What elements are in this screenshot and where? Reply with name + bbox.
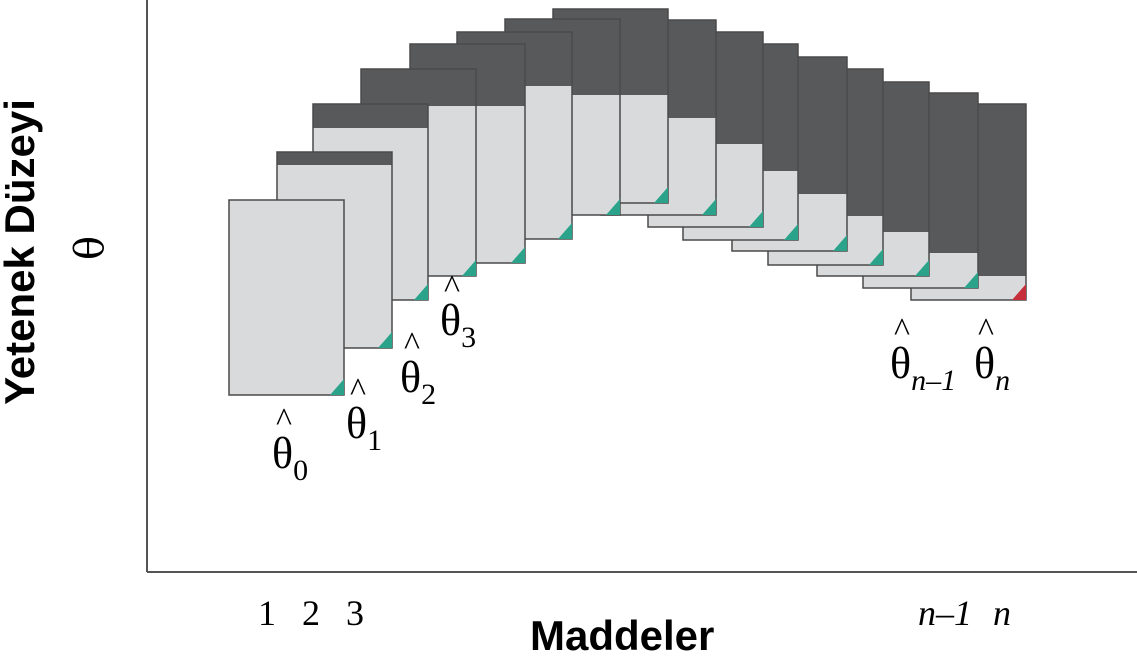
green-corner-marker [654, 187, 668, 203]
y-axis-title: Yetenek Düzeyi [0, 99, 43, 405]
x-tick-n-minus-1: n–1 [918, 593, 972, 633]
theta-hat-2-label: ^θ2 [400, 326, 437, 411]
theta-hat-3-label: ^θ3 [440, 269, 477, 354]
green-corner-marker [869, 249, 883, 265]
green-corner-marker [915, 260, 929, 276]
green-corner-marker [511, 247, 525, 263]
green-corner-marker [833, 235, 847, 251]
green-corner-marker [964, 272, 978, 288]
item-card [228, 199, 345, 396]
x-tick-3: 3 [346, 593, 364, 633]
x-tick-2: 2 [302, 593, 320, 633]
green-corner-marker [558, 223, 572, 239]
theta-hat-0-label: ^θ0 [272, 402, 309, 487]
card-outline [228, 199, 345, 396]
theta-hat-1-label: ^θ1 [346, 372, 383, 457]
theta-hat-n-label: ^θn [974, 312, 1011, 397]
x-tick-1: 1 [258, 593, 276, 633]
card-dark-region [277, 152, 392, 165]
x-tick-n: n [993, 593, 1011, 633]
green-corner-marker [749, 211, 763, 227]
card-light-region [229, 200, 344, 395]
red-corner-marker [1012, 284, 1026, 300]
x-axis-title: Maddeler [530, 612, 715, 659]
card-dark-region [361, 69, 476, 106]
green-corner-marker [606, 199, 620, 215]
green-corner-marker [330, 379, 344, 395]
green-corner-marker [784, 224, 798, 240]
green-corner-marker [462, 260, 476, 276]
card-dark-region [313, 104, 428, 128]
green-corner-marker [702, 199, 716, 215]
y-axis-symbol: θ [67, 235, 114, 261]
green-corner-marker [378, 332, 392, 348]
theta-hat-n-minus-1-label: ^θn–1 [890, 312, 957, 397]
item-cards [228, 8, 1027, 396]
green-corner-marker [414, 284, 428, 300]
axes [146, 0, 1137, 573]
